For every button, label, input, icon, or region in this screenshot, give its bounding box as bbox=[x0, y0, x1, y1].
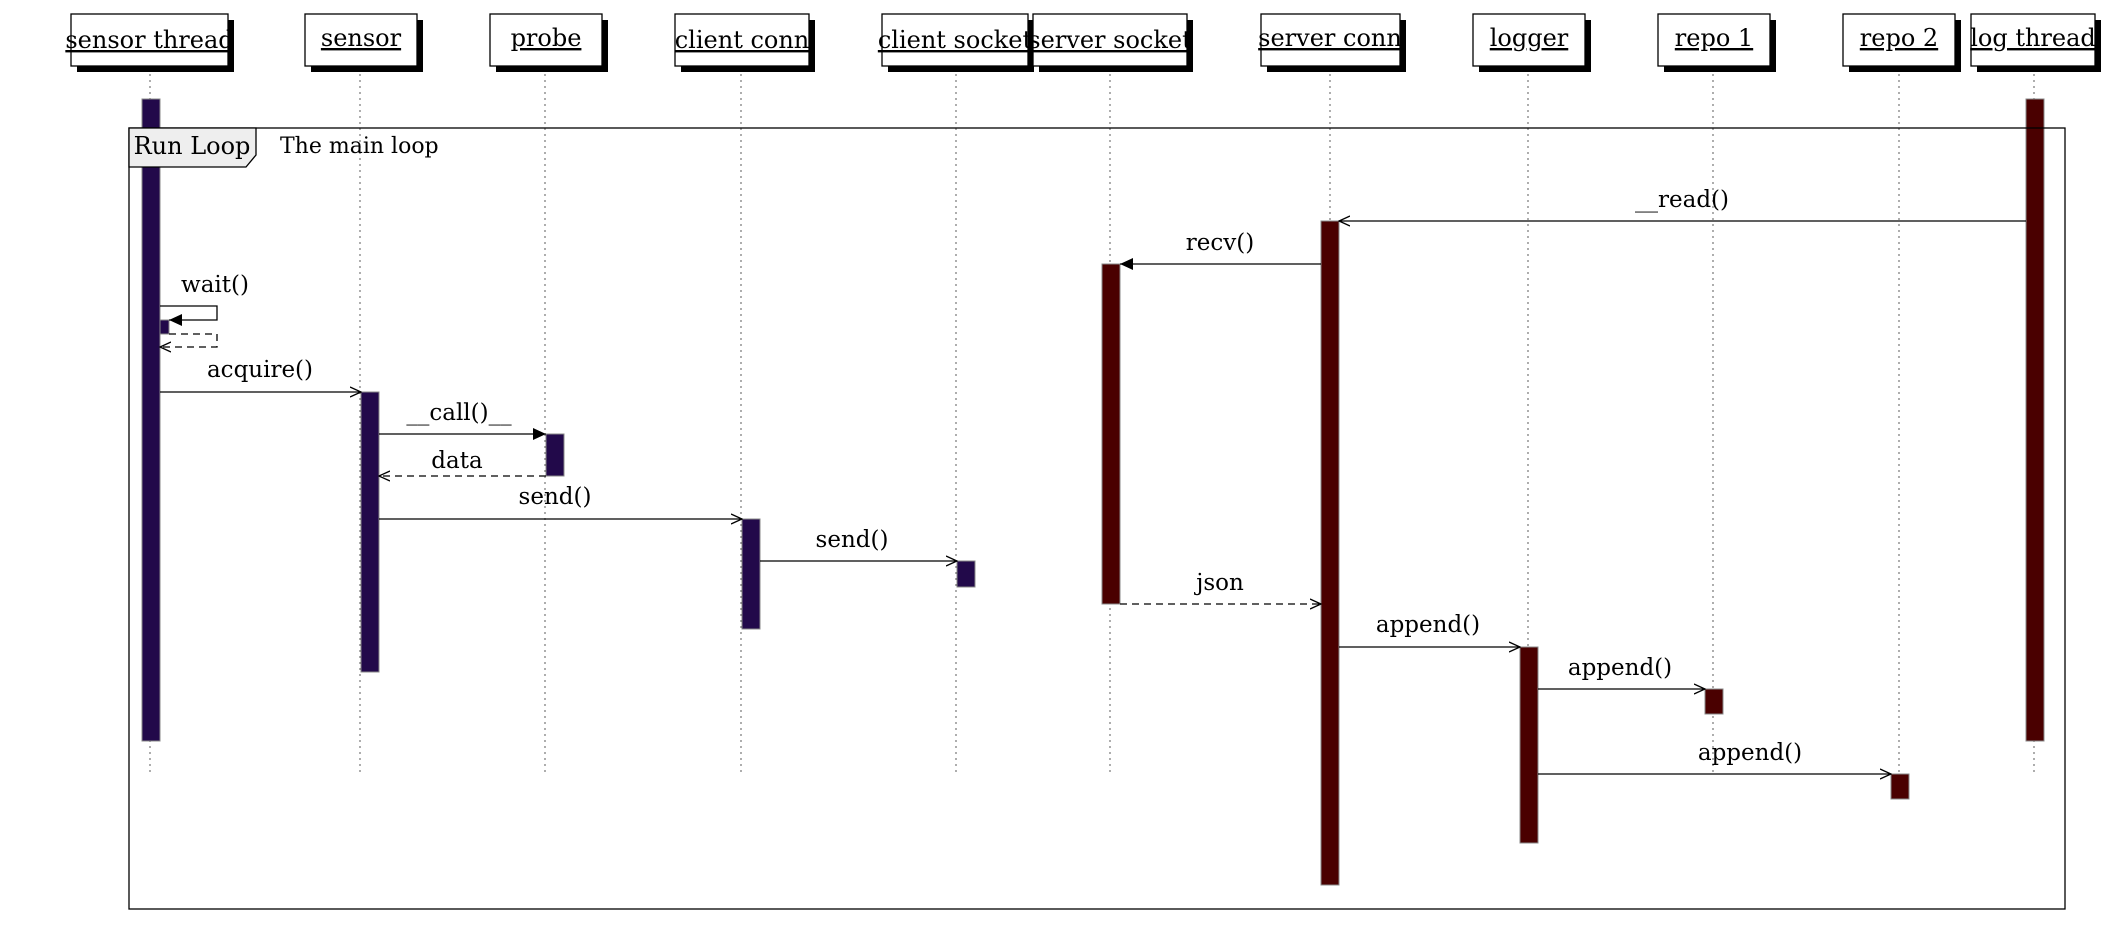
message-acquire-label: acquire() bbox=[207, 357, 313, 383]
activation-server-socket bbox=[1101, 263, 1121, 605]
message-append3-label: append() bbox=[1698, 740, 1802, 766]
participant-label: sensor thread bbox=[65, 26, 233, 54]
participant-label: server conn bbox=[1258, 24, 1402, 52]
activation-server-conn bbox=[1320, 220, 1340, 886]
loop-frame-title: Run Loop bbox=[134, 132, 251, 160]
participant-server-socket: server socket bbox=[1028, 13, 1193, 72]
participant-label: client socket bbox=[878, 26, 1033, 54]
message-recv-label: recv() bbox=[1186, 230, 1254, 256]
activations bbox=[141, 98, 2045, 886]
participant-sensor-thread: sensor thread bbox=[65, 13, 234, 72]
message-data-label: data bbox=[431, 448, 483, 474]
activation-client-conn bbox=[741, 518, 761, 630]
participant-logger: logger bbox=[1472, 13, 1591, 72]
participant-label: repo 2 bbox=[1860, 24, 1938, 52]
participant-probe: probe bbox=[489, 13, 608, 72]
participant-label: sensor bbox=[321, 24, 402, 52]
participant-label: probe bbox=[511, 24, 582, 52]
message-call-label: __call()__ bbox=[406, 400, 512, 426]
message-wait-label: wait() bbox=[181, 272, 249, 298]
message-labels: __read() recv() wait() acquire() __call(… bbox=[181, 187, 1802, 766]
message-read-label: __read() bbox=[1635, 187, 1729, 213]
participant-client-socket: client socket bbox=[878, 13, 1034, 72]
participant-label: logger bbox=[1490, 24, 1569, 52]
participant-server-conn: server conn bbox=[1258, 13, 1406, 72]
loop-frame-title-tab bbox=[128, 127, 257, 168]
activation-client-socket bbox=[956, 560, 976, 588]
participant-label: log thread bbox=[1970, 24, 2096, 52]
participant-repo2: repo 2 bbox=[1842, 13, 1961, 72]
participant-sensor: sensor bbox=[304, 13, 423, 72]
activation-logger bbox=[1519, 646, 1539, 844]
participant-label: server socket bbox=[1028, 26, 1192, 54]
messages bbox=[160, 221, 2026, 774]
message-json-label: json bbox=[1193, 570, 1244, 596]
loop-frame-border bbox=[128, 127, 2066, 910]
message-append2-label: append() bbox=[1568, 655, 1672, 681]
message-wait-arrow bbox=[160, 305, 218, 326]
participant-client-conn: client conn bbox=[674, 13, 815, 72]
activation-sensor-thread bbox=[141, 98, 161, 742]
message-send1-label: send() bbox=[519, 484, 592, 510]
activation-log-thread bbox=[2025, 98, 2045, 742]
participant-label: client conn bbox=[675, 26, 810, 54]
message-wait-return bbox=[160, 333, 218, 347]
activation-sensor bbox=[360, 391, 380, 673]
loop-frame-description: The main loop bbox=[280, 134, 439, 159]
participant-headers: sensor thread sensor probe client conn c… bbox=[65, 13, 2101, 72]
activation-repo1 bbox=[1704, 688, 1724, 715]
activation-probe bbox=[545, 433, 565, 477]
participant-log-thread: log thread bbox=[1970, 13, 2101, 72]
participant-label: repo 1 bbox=[1675, 24, 1753, 52]
activation-repo2 bbox=[1890, 773, 1910, 800]
message-send2-label: send() bbox=[816, 527, 889, 553]
activation-wait bbox=[159, 319, 170, 335]
loop-frame: Run Loop The main loop bbox=[128, 127, 2066, 910]
message-append1-label: append() bbox=[1376, 612, 1480, 638]
participant-repo1: repo 1 bbox=[1657, 13, 1776, 72]
